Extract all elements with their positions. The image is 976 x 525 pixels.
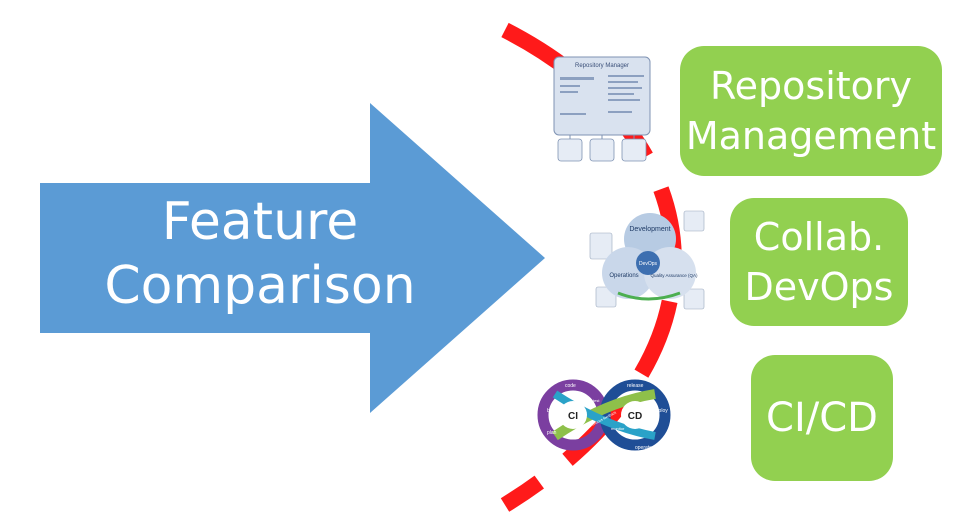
cicd-ci-label: CI <box>568 411 578 422</box>
cicd-test-label: test <box>593 398 600 403</box>
cicd-cd-label: CD <box>628 411 642 422</box>
arrow-label: Feature Comparison <box>60 190 460 318</box>
repository-management-line1: Repository <box>709 64 913 108</box>
devops-operations-label: Operations <box>609 273 638 279</box>
cicd-deploy-label: deploy <box>653 408 668 414</box>
devops-qa-label: Quality Assurance (QA) <box>650 273 698 278</box>
cicd-operate-label: operate <box>635 445 652 451</box>
repository-thumb-title: Repository Manager <box>575 63 629 69</box>
devops-development-label: Development <box>629 226 670 233</box>
cicd-code-label: code <box>565 383 576 389</box>
repository-management-line2: Management <box>685 114 937 158</box>
feature-comparison-arrow <box>40 103 545 413</box>
cicd-build-label: build <box>547 408 558 414</box>
repository-management-box: Repository Management <box>680 46 942 176</box>
collab-devops-box: Collab. DevOps <box>730 198 908 326</box>
arrow-label-line2: Comparison <box>104 256 416 316</box>
ci-cd-box: CI/CD <box>751 355 893 481</box>
cicd-release-label: release <box>627 383 644 389</box>
devops-thumbnail: Development Operations Quality Assurance… <box>589 210 705 310</box>
collab-devops-line1: Collab. <box>753 215 885 259</box>
collab-devops-line2: DevOps <box>744 265 894 309</box>
ci-cd-label: CI/CD <box>766 395 878 441</box>
repository-manager-thumbnail: Repository Manager <box>553 56 651 162</box>
cicd-plan-label: plan <box>547 430 557 436</box>
ci-cd-infinity-thumbnail: CI CD code build plan release deploy ope… <box>537 379 671 451</box>
arrow-label-line1: Feature <box>161 192 359 252</box>
devops-center-label: DevOps <box>639 261 658 267</box>
cicd-monitor-label: monitor <box>611 426 625 431</box>
